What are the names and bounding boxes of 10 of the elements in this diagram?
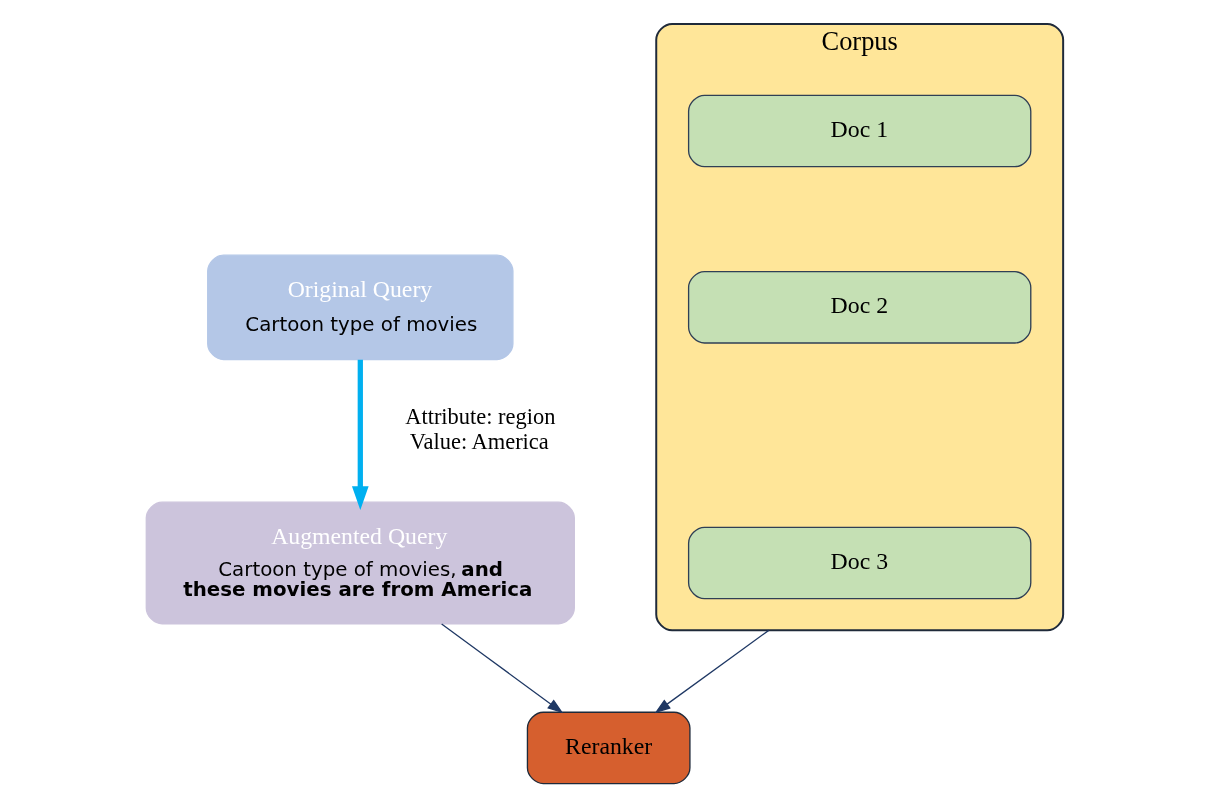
edge-label: Attribute: region Value: America bbox=[404, 403, 555, 454]
node-box: Doc 3 bbox=[687, 526, 1031, 600]
node-box: Reranker bbox=[526, 711, 691, 785]
arrow bbox=[351, 359, 369, 511]
arrow bbox=[654, 629, 769, 714]
node-box: Augmented Query Cartoon type of movies, and these movies are from America bbox=[145, 501, 575, 625]
node-box: Doc 2 bbox=[687, 271, 1031, 344]
arrow bbox=[440, 623, 563, 714]
node-box: Doc 1 bbox=[687, 94, 1031, 168]
node-box: Original Query Cartoon type of movies bbox=[206, 254, 514, 361]
